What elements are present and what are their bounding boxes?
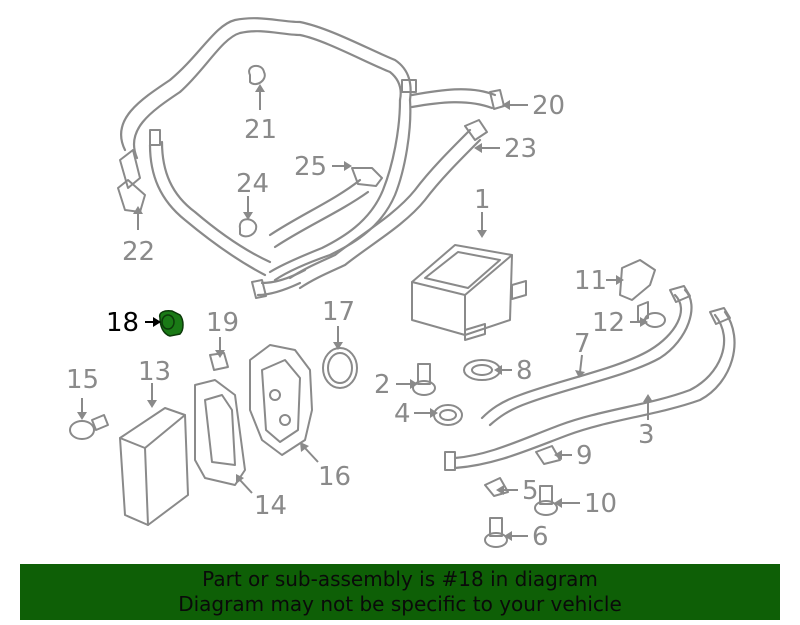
callout-5: 5 — [522, 476, 539, 506]
tube-7 — [480, 285, 693, 427]
clip-9 — [535, 445, 561, 465]
callout-15: 15 — [66, 365, 99, 395]
highlighted-part-18 — [158, 310, 184, 337]
callout-22: 22 — [122, 237, 155, 267]
leader-lines — [81, 90, 649, 537]
bolt-10 — [534, 485, 558, 516]
gasket-4 — [433, 404, 463, 426]
callout-25: 25 — [294, 152, 327, 182]
callout-21: 21 — [244, 115, 277, 145]
callout-labels: 1 2 3 4 5 6 7 8 9 10 11 12 13 14 15 16 1… — [66, 91, 655, 552]
callout-17: 17 — [322, 297, 355, 327]
gasket-plate-14 — [194, 379, 246, 486]
clamp-24 — [238, 218, 258, 238]
callout-14: 14 — [254, 491, 287, 521]
hose-25 — [268, 167, 383, 249]
callout-10: 10 — [584, 489, 617, 519]
tube-3 — [444, 307, 736, 471]
callout-6: 6 — [532, 522, 549, 552]
callout-4: 4 — [394, 399, 411, 429]
hose-23 — [251, 119, 488, 299]
callout-7: 7 — [574, 329, 591, 359]
callout-8: 8 — [516, 356, 533, 386]
callout-9: 9 — [576, 441, 593, 471]
callout-1: 1 — [474, 185, 491, 215]
callout-19: 19 — [206, 308, 239, 338]
banner-line-1: Part or sub-assembly is #18 in diagram — [202, 567, 598, 591]
clamp-21 — [248, 64, 266, 86]
bolt-6 — [484, 517, 508, 548]
callout-3: 3 — [638, 420, 655, 450]
callout-24: 24 — [236, 169, 269, 199]
bolt-15 — [69, 414, 109, 440]
callout-12: 12 — [592, 308, 625, 338]
info-banner: Part or sub-assembly is #18 in diagram D… — [20, 564, 780, 620]
callout-23: 23 — [504, 134, 537, 164]
callout-2: 2 — [374, 370, 391, 400]
hose-20 — [410, 88, 505, 110]
arrowheads — [77, 84, 653, 541]
callout-13: 13 — [138, 357, 171, 387]
upper-coolant-hose — [119, 17, 417, 282]
parts-diagram: 1 2 3 4 5 6 7 8 9 10 11 12 13 14 15 16 1… — [66, 17, 736, 552]
cooler-13 — [119, 407, 189, 526]
bracket-22 — [117, 179, 146, 213]
bracket-11 — [619, 259, 656, 301]
o-ring-17 — [322, 347, 358, 389]
clip-5 — [484, 477, 509, 497]
bolt-2 — [412, 363, 436, 396]
bolt-12 — [637, 301, 666, 328]
banner-line-2: Diagram may not be specific to your vehi… — [178, 592, 622, 616]
housing-16 — [249, 344, 313, 456]
oil-cooler-1 — [411, 244, 527, 341]
callout-18: 18 — [106, 308, 139, 338]
callout-11: 11 — [574, 266, 607, 296]
callout-20: 20 — [532, 91, 565, 121]
callout-16: 16 — [318, 462, 351, 492]
